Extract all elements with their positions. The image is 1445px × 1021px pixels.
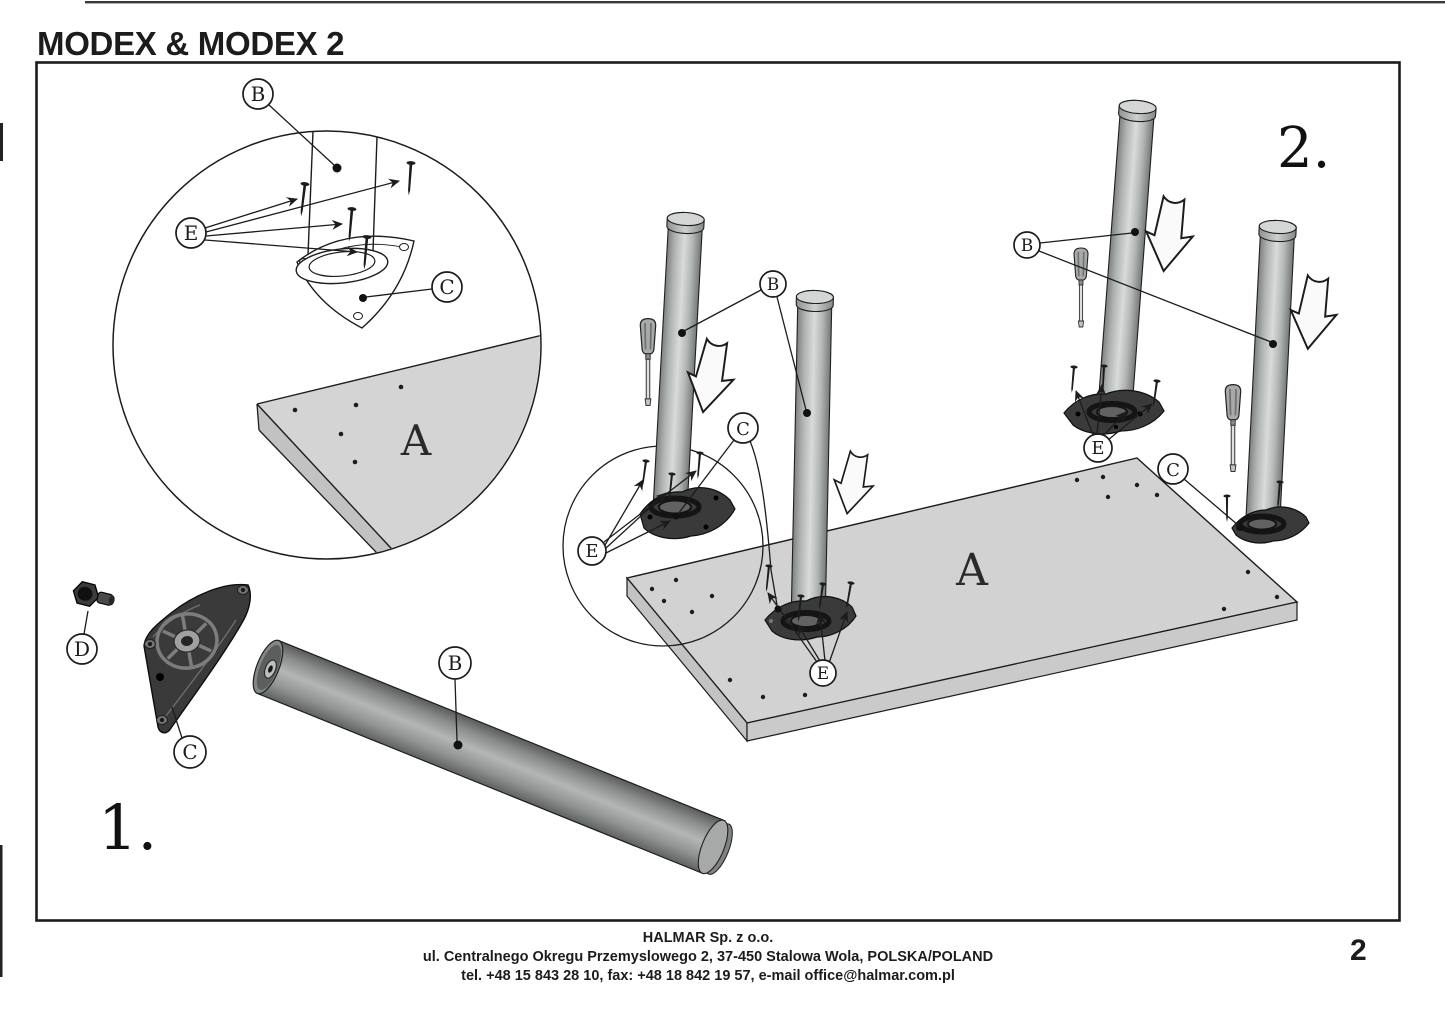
leg — [652, 211, 705, 507]
svg-text:E: E — [585, 541, 598, 562]
leg-tube-icon — [252, 639, 733, 875]
callout-leg-step1: B — [438, 646, 472, 750]
svg-text:B: B — [251, 82, 266, 106]
callout-plate-mid: C — [672, 412, 782, 613]
step1-parts: D — [66, 581, 733, 875]
svg-text:C: C — [1166, 460, 1180, 481]
mounting-plate-icon — [143, 583, 251, 734]
svg-text:C: C — [439, 275, 454, 299]
callout-legs-right: B — [1013, 228, 1277, 348]
svg-text:B: B — [1021, 236, 1034, 256]
diagram-border — [35, 61, 1401, 922]
page-number: 2 — [1350, 934, 1367, 967]
pilot-hole-dots — [649, 474, 1280, 700]
callout-legs-left: B — [678, 270, 811, 417]
page-title: MODEX & MODEX 2 — [37, 25, 345, 62]
callout-screws-right: E — [1074, 384, 1153, 463]
callout-plate-step1: C — [171, 706, 207, 769]
pilot-hole-dots — [292, 384, 404, 465]
callout-plate-detail: C — [359, 271, 463, 303]
leg — [1245, 219, 1297, 524]
callout-plate-right: C — [1157, 453, 1244, 531]
tabletop-label: A — [955, 545, 989, 596]
svg-text:E: E — [184, 221, 199, 245]
plate-on-leg — [764, 595, 857, 641]
svg-text:E: E — [817, 664, 829, 684]
scan-edge-mark-left2 — [0, 845, 3, 977]
callout-screws-mid: E — [767, 592, 849, 687]
step1-detail-circle: A B — [112, 78, 542, 560]
footer-contact: tel. +48 15 843 28 10, fax: +48 18 842 1… — [461, 968, 955, 984]
footer: HALMAR Sp. z o.o. ul. Centralnego Okregu… — [0, 929, 1416, 986]
svg-text:E: E — [1091, 438, 1104, 459]
svg-text:C: C — [182, 740, 197, 764]
tabletop: A — [625, 457, 1299, 743]
leg — [1097, 99, 1157, 411]
callout-leg-detail: B — [242, 78, 342, 173]
step1-number: 1. — [98, 791, 157, 864]
tabletop-label-detail: A — [400, 416, 432, 465]
footer-address: ul. Centralnego Okregu Przemyslowego 2, … — [422, 949, 994, 965]
screwdriver-icon — [639, 247, 1242, 473]
svg-text:B: B — [448, 651, 463, 675]
scan-edge-mark-left1 — [0, 123, 3, 161]
step2-number: 2. — [1277, 116, 1330, 181]
step2-assembly: A — [562, 99, 1343, 743]
plate-on-leg — [1063, 389, 1165, 435]
svg-text:B: B — [767, 275, 780, 295]
callout-bolt: D — [66, 610, 98, 665]
svg-text:C: C — [736, 419, 750, 440]
plate-on-leg — [1231, 506, 1310, 544]
callout-screws-left: E — [577, 470, 697, 566]
bolt-icon — [72, 581, 115, 607]
down-arrow-icon — [679, 193, 1343, 519]
tabletop-corner-detail — [256, 325, 540, 558]
scan-edge-line-top — [85, 1, 1445, 4]
svg-text:D: D — [74, 637, 90, 661]
callout-screws-detail: E — [175, 178, 400, 257]
footer-company: HALMAR Sp. z o.o. — [642, 930, 774, 946]
